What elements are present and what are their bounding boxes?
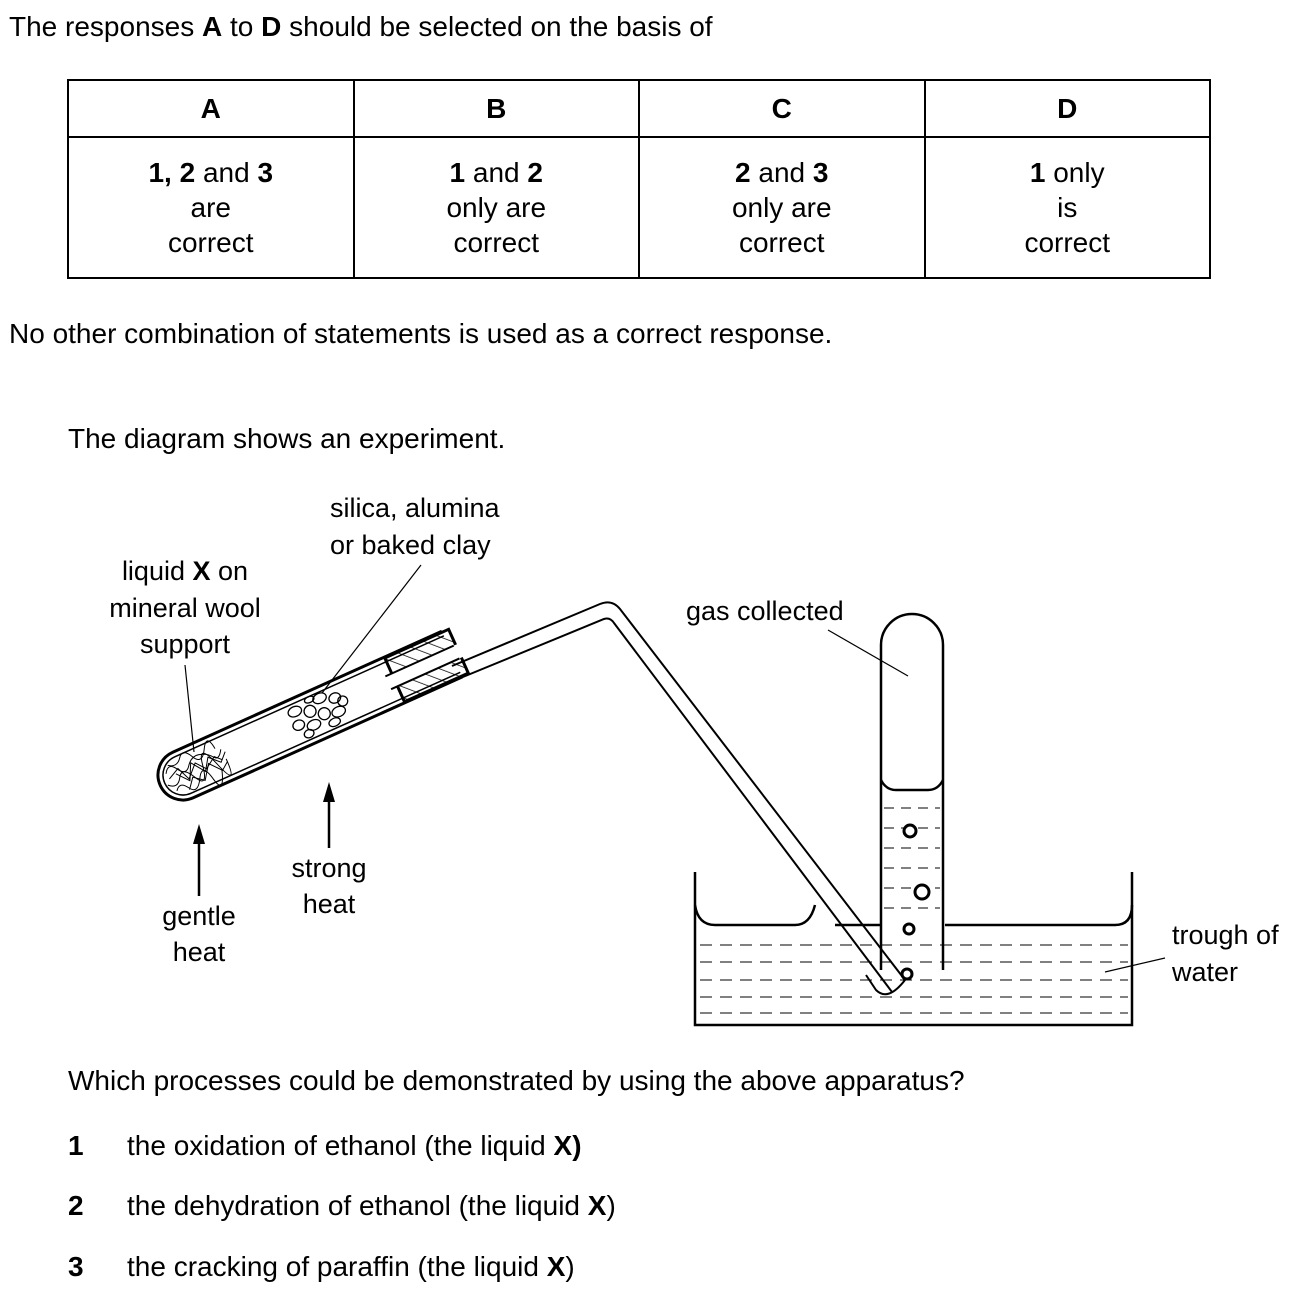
gas-bubbles: [900, 823, 931, 981]
header-b: B: [352, 79, 640, 138]
silica-chips: [287, 692, 349, 739]
cell-b: 1 and 2 only are correct: [352, 136, 640, 279]
question-text: Which processes could be demonstrated by…: [68, 1065, 965, 1096]
cell-d: 1 only is correct: [923, 136, 1211, 279]
cell-c: 2 and 3 only are correct: [638, 136, 926, 279]
table-header-row: A B C D: [67, 79, 1211, 138]
option-3-number: 3: [68, 1251, 84, 1282]
label-trough-line1: trough of: [1172, 920, 1279, 950]
note-text: No other combination of statements is us…: [9, 318, 833, 349]
option-1-number: 1: [68, 1130, 84, 1161]
option-1-text: the oxidation of ethanol (the liquid X): [127, 1130, 582, 1161]
label-liquid-line3: support: [139, 629, 231, 659]
water-lines: [700, 944, 1128, 1014]
header-a: A: [67, 79, 355, 138]
label-silica-line2: or baked clay: [330, 530, 491, 560]
intro-text: The responses A to D should be selected …: [9, 11, 713, 42]
strong-heat-arrow: [323, 782, 335, 848]
gas-jar: [879, 612, 945, 970]
label-liquid-line2: mineral wool: [109, 593, 261, 623]
delivery-tube: [451, 601, 906, 996]
trough: [693, 872, 1134, 1027]
gentle-heat-arrow: [193, 824, 205, 896]
label-gentle-line2: heat: [172, 937, 226, 967]
header-d: D: [923, 79, 1211, 138]
response-key-table: A B C D 1, 2 and 3 are correct 1 and 2 o…: [67, 79, 1211, 279]
cell-a: 1, 2 and 3 are correct: [67, 136, 355, 279]
label-gentle-line1: gentle: [162, 901, 236, 931]
label-silica-line1: silica, alumina: [330, 493, 500, 523]
label-leaders: [184, 564, 1166, 973]
label-trough-line2: water: [1172, 957, 1239, 987]
diagram-intro: The diagram shows an experiment.: [68, 423, 506, 454]
jar-water-lines: [884, 807, 940, 909]
label-gas-collected: gas collected: [686, 596, 844, 626]
label-liquid-line1: liquid X on: [121, 556, 249, 586]
table-row: 1, 2 and 3 are correct 1 and 2 only are …: [67, 136, 1211, 279]
option-3-text: the cracking of paraffin (the liquid X): [127, 1251, 575, 1282]
label-strong-line2: heat: [302, 889, 356, 919]
header-c: C: [638, 79, 926, 138]
label-strong-line1: strong: [291, 853, 367, 883]
boiling-tube: [156, 627, 471, 802]
option-2-text: the dehydration of ethanol (the liquid X…: [127, 1190, 616, 1221]
mineral-wool: [165, 740, 232, 791]
option-2-number: 2: [68, 1190, 84, 1221]
